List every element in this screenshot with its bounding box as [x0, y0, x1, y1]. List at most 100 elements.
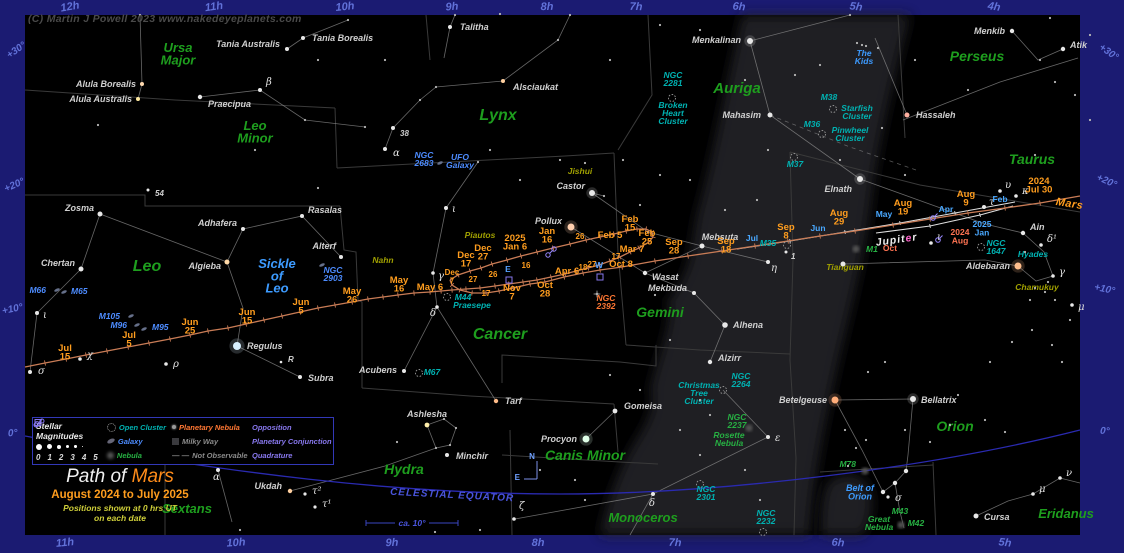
star-Alhena [722, 322, 728, 328]
svg-text:Mekbuda: Mekbuda [648, 283, 687, 293]
svg-text:Atik: Atik [1069, 40, 1088, 50]
deep-sky-objects: M44PraesepeM67M35NGC2281BrokenHeartClust… [29, 70, 1060, 536]
svg-text:Dec: Dec [445, 268, 460, 277]
quadrature-symbol [505, 276, 513, 284]
open-cluster-symbol [719, 386, 727, 394]
star-σ [28, 370, 32, 374]
svg-text:M67: M67 [424, 367, 442, 377]
svg-text:M35: M35 [760, 238, 777, 248]
svg-text:Nahn: Nahn [372, 255, 393, 265]
svg-text:Cluster: Cluster [842, 111, 872, 121]
svg-text:Alhena: Alhena [732, 320, 763, 330]
star-54 [146, 188, 150, 192]
legend-open-cluster: Open Cluster [118, 422, 166, 432]
svg-text:2024: 2024 [1028, 176, 1050, 187]
svg-text:Apr: Apr [939, 204, 954, 214]
star-Atik [1060, 46, 1066, 52]
svg-text:M38: M38 [821, 92, 838, 102]
star-Castor [589, 190, 595, 196]
star-Procyon [582, 435, 590, 443]
svg-text:Cursa: Cursa [984, 512, 1010, 522]
open-cluster-symbol [415, 369, 423, 377]
star-Chertan [78, 266, 84, 272]
svg-text:15: 15 [60, 352, 71, 363]
svg-text:27: 27 [478, 252, 489, 263]
star-Talitha [448, 25, 452, 29]
star [892, 480, 898, 486]
legend-opposition: Opposition [252, 422, 292, 432]
open-cluster-symbol [818, 130, 826, 138]
svg-text:Orion: Orion [936, 418, 973, 434]
svg-text:2232: 2232 [756, 516, 776, 526]
svg-text:Betelgeuse: Betelgeuse [779, 395, 827, 405]
star-R [279, 360, 283, 364]
svg-text:Aug: Aug [952, 235, 969, 245]
svg-text:α: α [393, 148, 400, 159]
svg-text:Rosette: Rosette [713, 430, 744, 440]
svg-text:Sextans: Sextans [162, 501, 212, 516]
svg-text:Mebsuta: Mebsuta [702, 232, 739, 242]
svg-text:M96: M96 [110, 320, 127, 330]
star [840, 261, 846, 267]
star-ι [929, 241, 933, 245]
svg-text:Jul 30: Jul 30 [1026, 185, 1053, 196]
svg-text:Galaxy: Galaxy [446, 160, 475, 170]
svg-text:Aug: Aug [957, 189, 976, 200]
svg-text:17: 17 [482, 289, 491, 298]
open-cluster-symbol [790, 153, 798, 161]
star-Betelgeuse [831, 396, 839, 404]
svg-text:E: E [515, 473, 521, 482]
planet-name: Mars [131, 466, 174, 487]
svg-text:Algieba: Algieba [187, 261, 221, 271]
svg-text:2281: 2281 [663, 78, 683, 88]
svg-text:NGC: NGC [597, 293, 617, 303]
nebula-symbol [861, 467, 869, 475]
legend-milky-way: Milky Way [182, 436, 219, 446]
star-ρ [164, 362, 168, 366]
svg-text:κ: κ [1021, 186, 1029, 197]
svg-text:Rasalas: Rasalas [308, 205, 342, 215]
svg-text:Kids: Kids [855, 56, 874, 66]
open-cluster-symbol [668, 94, 676, 102]
svg-text:Belt of: Belt of [846, 483, 875, 493]
svg-text:ε: ε [775, 433, 780, 444]
svg-text:2903: 2903 [323, 273, 343, 283]
svg-text:Sep: Sep [717, 236, 735, 247]
star-Mebsuta [699, 243, 705, 249]
svg-text:υ: υ [1005, 180, 1011, 191]
svg-text:Alterf: Alterf [311, 241, 337, 251]
star-τ [982, 205, 986, 209]
svg-text:ζ: ζ [519, 501, 525, 512]
svg-text:Bellatrix: Bellatrix [921, 395, 958, 405]
star-Praecipua [197, 94, 203, 100]
svg-text:M1: M1 [866, 244, 878, 254]
star-Tarf [493, 398, 499, 404]
svg-text:2264: 2264 [731, 379, 751, 389]
svg-text:M105: M105 [99, 311, 121, 321]
svg-text:Mars: Mars [1055, 196, 1084, 212]
svg-text:χ: χ [86, 350, 94, 361]
svg-text:Aug: Aug [894, 198, 913, 209]
open-cluster-symbol [829, 105, 837, 113]
svg-text:M44: M44 [455, 292, 472, 302]
svg-text:Hydra: Hydra [384, 461, 424, 477]
star-η [766, 260, 770, 264]
svg-text:Broken: Broken [658, 100, 687, 110]
svg-text:of: of [271, 268, 285, 283]
star-Ukdah [287, 488, 293, 494]
svg-text:Alsciaukat: Alsciaukat [512, 82, 559, 92]
mars-path [24, 195, 1081, 368]
svg-text:Feb: Feb [992, 194, 1007, 204]
legend-galaxy: Galaxy [117, 436, 143, 446]
legend-planetary-nebula: Planetary Nebula [179, 422, 240, 432]
conjunction-symbol [930, 215, 936, 221]
svg-text:Nebula: Nebula [865, 522, 894, 532]
svg-text:8: 8 [783, 231, 788, 242]
jupiter-label: Jupiter [875, 231, 918, 249]
compass: NE [515, 452, 538, 482]
svg-text:NGC: NGC [987, 238, 1007, 248]
svg-text:Apr 6: Apr 6 [555, 266, 579, 277]
svg-text:2025: 2025 [504, 233, 526, 244]
